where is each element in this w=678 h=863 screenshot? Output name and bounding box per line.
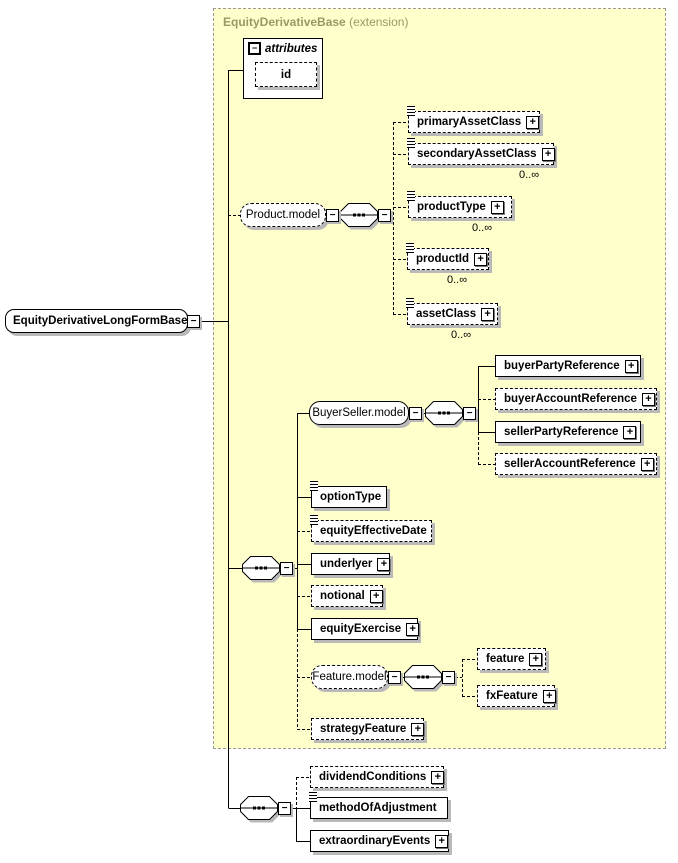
attributes-title: attributes	[265, 42, 318, 55]
expand-icon[interactable]: +	[377, 557, 391, 571]
complex-content-icon	[309, 792, 317, 802]
element-equityEffectiveDate[interactable]: equityEffectiveDate	[310, 515, 432, 542]
collapse-icon[interactable]: −	[388, 671, 401, 684]
element-label: assetClass	[416, 308, 477, 320]
element-productType[interactable]: productType +	[407, 191, 512, 218]
element-methodOfAdjustment[interactable]: methodOfAdjustment	[309, 792, 448, 819]
element-buyerPartyReference[interactable]: buyerPartyReference +	[495, 355, 641, 377]
element-equityExercise[interactable]: equityExercise +	[311, 618, 420, 640]
complex-content-icon	[407, 191, 415, 201]
element-label: productType	[417, 201, 486, 213]
element-label: equityExercise	[320, 623, 402, 635]
element-feature[interactable]: feature +	[477, 648, 546, 670]
cardinality-label: 0..∞	[519, 169, 540, 181]
element-buyerAccountReference[interactable]: buyerAccountReference +	[495, 388, 657, 410]
expand-icon[interactable]: +	[542, 689, 556, 703]
collapse-icon[interactable]: −	[378, 209, 391, 222]
element-secondaryAssetClass[interactable]: secondaryAssetClass +	[407, 138, 555, 165]
element-optionType[interactable]: optionType	[310, 481, 387, 508]
collapse-icon[interactable]: −	[409, 407, 422, 420]
element-dividendConditions[interactable]: dividendConditions +	[310, 766, 445, 788]
element-label: productId	[416, 253, 470, 265]
element-label: dividendConditions	[319, 771, 427, 783]
expand-icon[interactable]: +	[529, 652, 543, 666]
collapse-icon[interactable]: −	[280, 562, 293, 575]
extension-qualifier: (extension)	[349, 15, 409, 29]
element-assetClass[interactable]: assetClass +	[406, 298, 498, 325]
group-Product.model[interactable]: Product.model	[240, 203, 326, 227]
complex-content-icon	[407, 106, 415, 116]
element-fxFeature[interactable]: fxFeature +	[477, 685, 556, 707]
element-label: buyerPartyReference	[504, 360, 620, 372]
expand-icon[interactable]: +	[541, 147, 555, 161]
sequence-compositor-icon[interactable]	[425, 401, 467, 434]
element-label: buyerAccountReference	[504, 393, 637, 405]
expand-icon[interactable]: +	[641, 392, 655, 406]
element-sellerPartyReference[interactable]: sellerPartyReference +	[495, 421, 641, 443]
group-BuyerSeller.model[interactable]: BuyerSeller.model	[309, 401, 409, 425]
expand-icon[interactable]: +	[481, 307, 495, 321]
extension-header: EquityDerivativeBase (extension)	[223, 15, 408, 29]
element-label: optionType	[320, 491, 382, 503]
attribute-id[interactable]: id	[255, 62, 317, 87]
element-label: sellerPartyReference	[504, 426, 619, 438]
expand-icon[interactable]: +	[526, 115, 540, 129]
element-label: EquityDerivativeLongFormBase	[13, 315, 188, 327]
element-primaryAssetClass[interactable]: primaryAssetClass +	[407, 106, 540, 133]
expand-icon[interactable]: +	[623, 425, 637, 439]
element-notional[interactable]: notional +	[311, 585, 383, 607]
complex-content-icon	[406, 243, 414, 253]
element-productId[interactable]: productId +	[406, 243, 489, 270]
sequence-compositor-icon[interactable]	[404, 665, 446, 698]
cardinality-label: 0..∞	[472, 222, 493, 234]
element-label: underlyer	[320, 558, 373, 570]
element-EquityDerivativeLongFormBase[interactable]: EquityDerivativeLongFormBase	[5, 309, 188, 333]
sequence-compositor-icon[interactable]	[242, 556, 284, 589]
expand-icon[interactable]: +	[490, 200, 504, 214]
complex-content-icon	[406, 298, 414, 308]
group-label: BuyerSeller.model	[312, 407, 406, 419]
element-label: equityEffectiveDate	[320, 525, 427, 537]
element-label: secondaryAssetClass	[417, 148, 537, 160]
group-label: Product.model	[245, 209, 321, 221]
expand-icon[interactable]: +	[411, 722, 425, 736]
expand-icon[interactable]: +	[640, 457, 654, 471]
cardinality-label: 0..∞	[451, 329, 472, 341]
extension-base-name: EquityDerivativeBase	[223, 15, 346, 29]
element-underlyer[interactable]: underlyer +	[311, 553, 391, 575]
complex-content-icon	[407, 138, 415, 148]
complex-content-icon	[310, 481, 318, 491]
collapse-icon[interactable]: −	[248, 42, 261, 55]
element-sellerAccountReference[interactable]: sellerAccountReference +	[495, 453, 657, 475]
element-label: extraordinaryEvents	[319, 835, 431, 847]
expand-icon[interactable]: +	[431, 770, 445, 784]
expand-icon[interactable]: +	[406, 622, 420, 636]
element-label: notional	[320, 590, 365, 602]
element-strategyFeature[interactable]: strategyFeature +	[311, 718, 425, 740]
expand-icon[interactable]: +	[369, 589, 383, 603]
sequence-compositor-icon[interactable]	[240, 796, 282, 829]
group-Feature.model[interactable]: Feature.model	[311, 665, 388, 689]
collapse-icon[interactable]: −	[278, 802, 291, 815]
element-label: feature	[486, 653, 525, 665]
expand-icon[interactable]: +	[474, 252, 488, 266]
expand-icon[interactable]: +	[435, 834, 449, 848]
collapse-icon[interactable]: −	[326, 209, 339, 222]
element-label: methodOfAdjustment	[319, 802, 437, 814]
element-label: strategyFeature	[320, 723, 407, 735]
cardinality-label: 0..∞	[447, 274, 468, 286]
complex-content-icon	[310, 515, 318, 525]
group-label: Feature.model	[312, 671, 387, 683]
collapse-icon[interactable]: −	[463, 407, 476, 420]
sequence-compositor-icon[interactable]	[340, 203, 382, 236]
collapse-icon[interactable]: −	[187, 315, 200, 328]
collapse-icon[interactable]: −	[442, 671, 455, 684]
element-extraordinaryEvents[interactable]: extraordinaryEvents +	[310, 830, 449, 852]
element-label: fxFeature	[486, 690, 538, 702]
expand-icon[interactable]: +	[624, 359, 638, 373]
element-label: primaryAssetClass	[417, 116, 522, 128]
attribute-label: id	[280, 68, 292, 81]
element-label: sellerAccountReference	[504, 458, 636, 470]
